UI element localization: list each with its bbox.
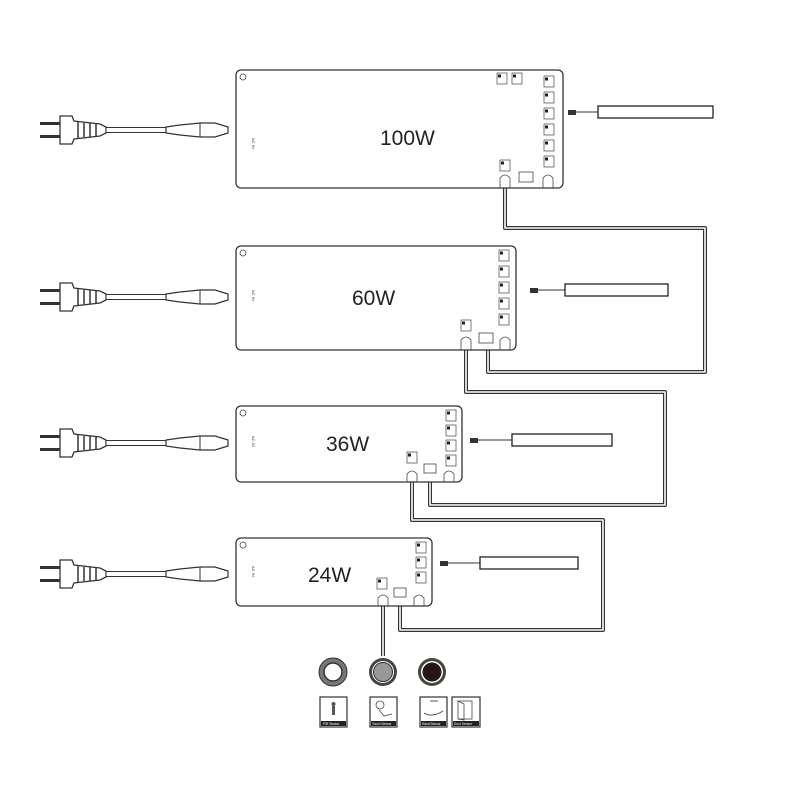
driver-24w: AC IN 24W [39,537,579,607]
power-plug-icon [39,559,229,589]
hand-sensor-icon: Hand Sensor [419,696,448,728]
link-wire-36w-24w [398,482,605,632]
sensor-label: Hand Sensor [422,722,442,726]
driver-label: 24W [308,564,351,587]
ac-in-label: AC IN [251,290,256,301]
power-plug-icon [39,428,229,458]
power-plug-icon [39,115,229,145]
sensor-hand [418,658,446,686]
driver-label: 100W [380,127,435,150]
touch-sensor-icon: Touch Sensor [369,696,398,728]
led-light-bar [530,283,669,297]
driver-60w: AC IN 60W [39,245,669,351]
driver-label: 36W [326,433,369,456]
led-light-bar [568,105,714,119]
pir-sensor-icon: PIR Sensor [319,696,348,728]
sensor-label: Door Sensor [454,722,473,726]
power-plug-icon [39,282,229,312]
sensor-pir [318,657,348,687]
sensor-label: PIR Sensor [323,722,340,726]
led-light-bar [440,556,579,570]
link-wire-60w-36w [428,350,667,507]
ac-in-label: AC IN [251,436,256,447]
driver-label: 60W [352,287,395,310]
driver-36w: AC IN 36W [39,405,613,483]
ac-in-label: AC IN [251,566,256,577]
led-light-bar [470,433,613,447]
link-wire-100w-60w [486,188,707,374]
door-sensor-icon: Door Sensor [451,696,481,728]
sensor-touch [369,658,397,686]
driver-100w: AC IN 100W [39,69,714,189]
ac-in-label: AC IN [251,138,256,149]
sensor-label: Touch Sensor [372,722,392,726]
